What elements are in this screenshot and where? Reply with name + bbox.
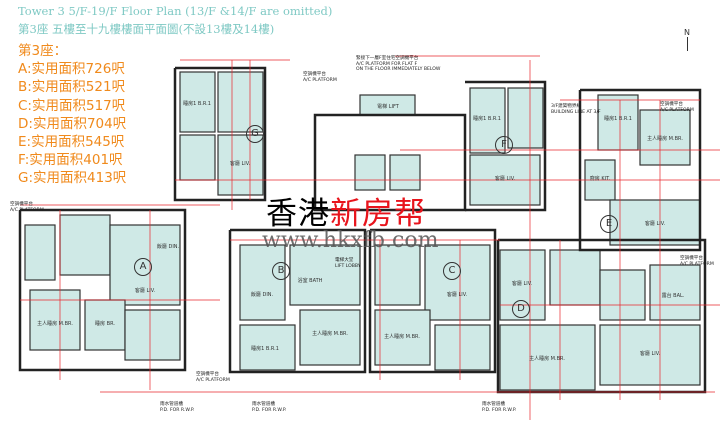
plan-title-en: Tower 3 5/F-19/F Floor Plan (13/F &14/F … xyxy=(18,4,333,18)
watermark-url: www.hkxfb.com xyxy=(262,228,439,253)
unit-label-f: F xyxy=(495,136,513,154)
unit-label-a: A xyxy=(134,258,152,276)
room-label: 客廳 LIV. xyxy=(640,350,661,357)
legend-unit-e: E:实用面积545呎 xyxy=(18,134,125,151)
room-label: 主人睡房 M.BR. xyxy=(312,330,348,337)
room-label: 飯廳 DIN. xyxy=(157,243,180,250)
room-label: 主人睡房 M.BR. xyxy=(529,355,565,362)
legend-unit-b: B:实用面积521呎 xyxy=(18,79,126,96)
legend-heading: 第3座： xyxy=(18,43,68,59)
room-label: 客廳 LIV. xyxy=(447,291,468,298)
north-label: N xyxy=(684,28,690,37)
watermark-black-text: 香港 xyxy=(266,196,330,232)
legend-unit-d: D:实用面积704呎 xyxy=(18,115,127,132)
unit-label-b: B xyxy=(272,262,290,280)
room-label: 飯廳 DIN. xyxy=(251,291,274,298)
watermark-logo: 香港新房帮 xyxy=(266,188,426,233)
room-label: 客廳 LIV. xyxy=(230,160,251,167)
unit-area-legend: 第3座： A:实用面积726呎 B:实用面积521呎 C:实用面积517呎 D:… xyxy=(18,42,126,188)
room-label: 電梯 LIFT xyxy=(377,103,400,110)
room-label: 浴室 BATH xyxy=(298,277,323,284)
room-label: 睡房1 B.R.1 xyxy=(473,115,501,122)
north-arrow-icon: N xyxy=(684,28,690,51)
room-label: 主人睡房 M.BR. xyxy=(647,135,683,142)
room-label: 客廳 LIV. xyxy=(495,175,516,182)
plan-title-zh: 第3座 五樓至十九樓樓面平面圖(不設13樓及14樓) xyxy=(18,22,275,36)
legend-unit-a: A:实用面积726呎 xyxy=(18,61,125,78)
room-label: 廚房 KIT. xyxy=(590,175,611,182)
room-label: 露台 BAL. xyxy=(662,292,685,299)
legend-unit-f: F:实用面积401呎 xyxy=(18,152,123,169)
exterior-walls xyxy=(18,66,707,394)
dimension-lines xyxy=(20,55,720,420)
room-label: 睡房1 B.R.1 xyxy=(604,115,632,122)
room-label: 客廳 LIV. xyxy=(135,287,156,294)
unit-label-d: D xyxy=(512,300,530,318)
room-label: 客廳 LIV. xyxy=(645,220,666,227)
watermark-red-text: 新房帮 xyxy=(330,196,426,232)
room-label: 主人睡房 M.BR. xyxy=(37,320,73,327)
unit-label-g: G xyxy=(246,125,264,143)
legend-unit-c: C:实用面积517呎 xyxy=(18,97,126,114)
room-label: 主人睡房 M.BR. xyxy=(384,333,420,340)
room-label: 睡房1 B.R.1 xyxy=(251,345,279,352)
room-label: 睡房 BR. xyxy=(95,320,115,327)
unit-label-e: E xyxy=(600,215,618,233)
legend-unit-g: G:实用面积413呎 xyxy=(18,170,127,187)
room-label: 客廳 LIV. xyxy=(512,280,533,287)
unit-label-c: C xyxy=(443,262,461,280)
room-label: 睡房1 B.R.1 xyxy=(183,100,211,107)
room-labels: 睡房1 B.R.1 客廳 LIV. 電梯 LIFT 睡房1 B.R.1 客廳 L… xyxy=(37,100,685,362)
